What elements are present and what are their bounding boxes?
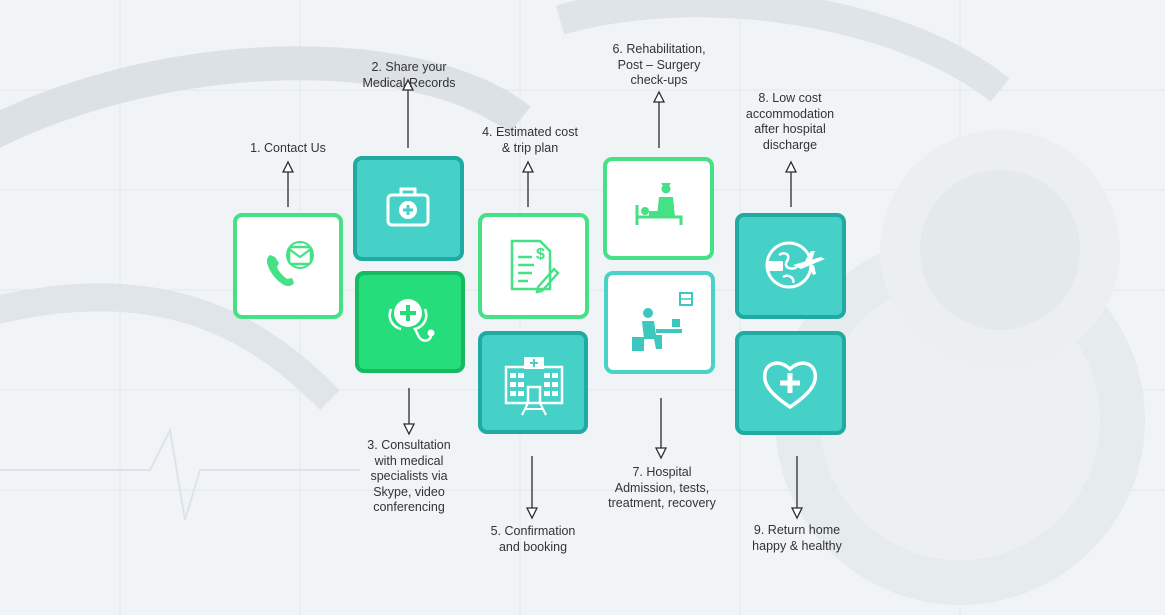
heart-cross-icon bbox=[762, 361, 818, 410]
step-5-label: 5. Confirmation and booking bbox=[490, 524, 576, 554]
step-9-box bbox=[735, 331, 846, 435]
cost-document-icon: $ bbox=[510, 239, 560, 294]
step-6-box bbox=[603, 157, 714, 260]
step-3-box bbox=[355, 271, 465, 373]
step-4-box: $ bbox=[478, 213, 589, 319]
step-8-label: 8. Low cost accommodation after hospital… bbox=[745, 91, 835, 152]
stethoscope-cross-icon bbox=[388, 299, 435, 342]
step-9-label: 9. Return home happy & healthy bbox=[752, 523, 842, 553]
svg-text:$: $ bbox=[536, 246, 545, 263]
step-7-box bbox=[604, 271, 715, 374]
step-8-box bbox=[735, 213, 846, 319]
step-3-label: 3. Consultation with medical specialists… bbox=[367, 438, 451, 514]
medical-kit-icon bbox=[386, 187, 430, 227]
step-7-label: 7. Hospital Admission, tests, treatment,… bbox=[608, 465, 716, 510]
step-6-label: 6. Rehabilitation, Post – Surgery check-… bbox=[612, 42, 706, 87]
step-1-box bbox=[233, 213, 343, 319]
step-2-label: 2. Share your Medical Records bbox=[362, 60, 456, 90]
step-5-box bbox=[478, 331, 588, 434]
patient-bed-icon bbox=[635, 183, 683, 225]
phone-message-icon bbox=[266, 241, 314, 287]
travel-globe-icon bbox=[765, 241, 825, 289]
hospital-building-icon bbox=[504, 357, 564, 416]
step-4-label: 4. Estimated cost & trip plan bbox=[482, 125, 578, 155]
step-1-label: 1. Contact Us bbox=[250, 141, 326, 155]
hospital-admission-icon bbox=[632, 292, 693, 351]
step-2-box bbox=[353, 156, 464, 261]
